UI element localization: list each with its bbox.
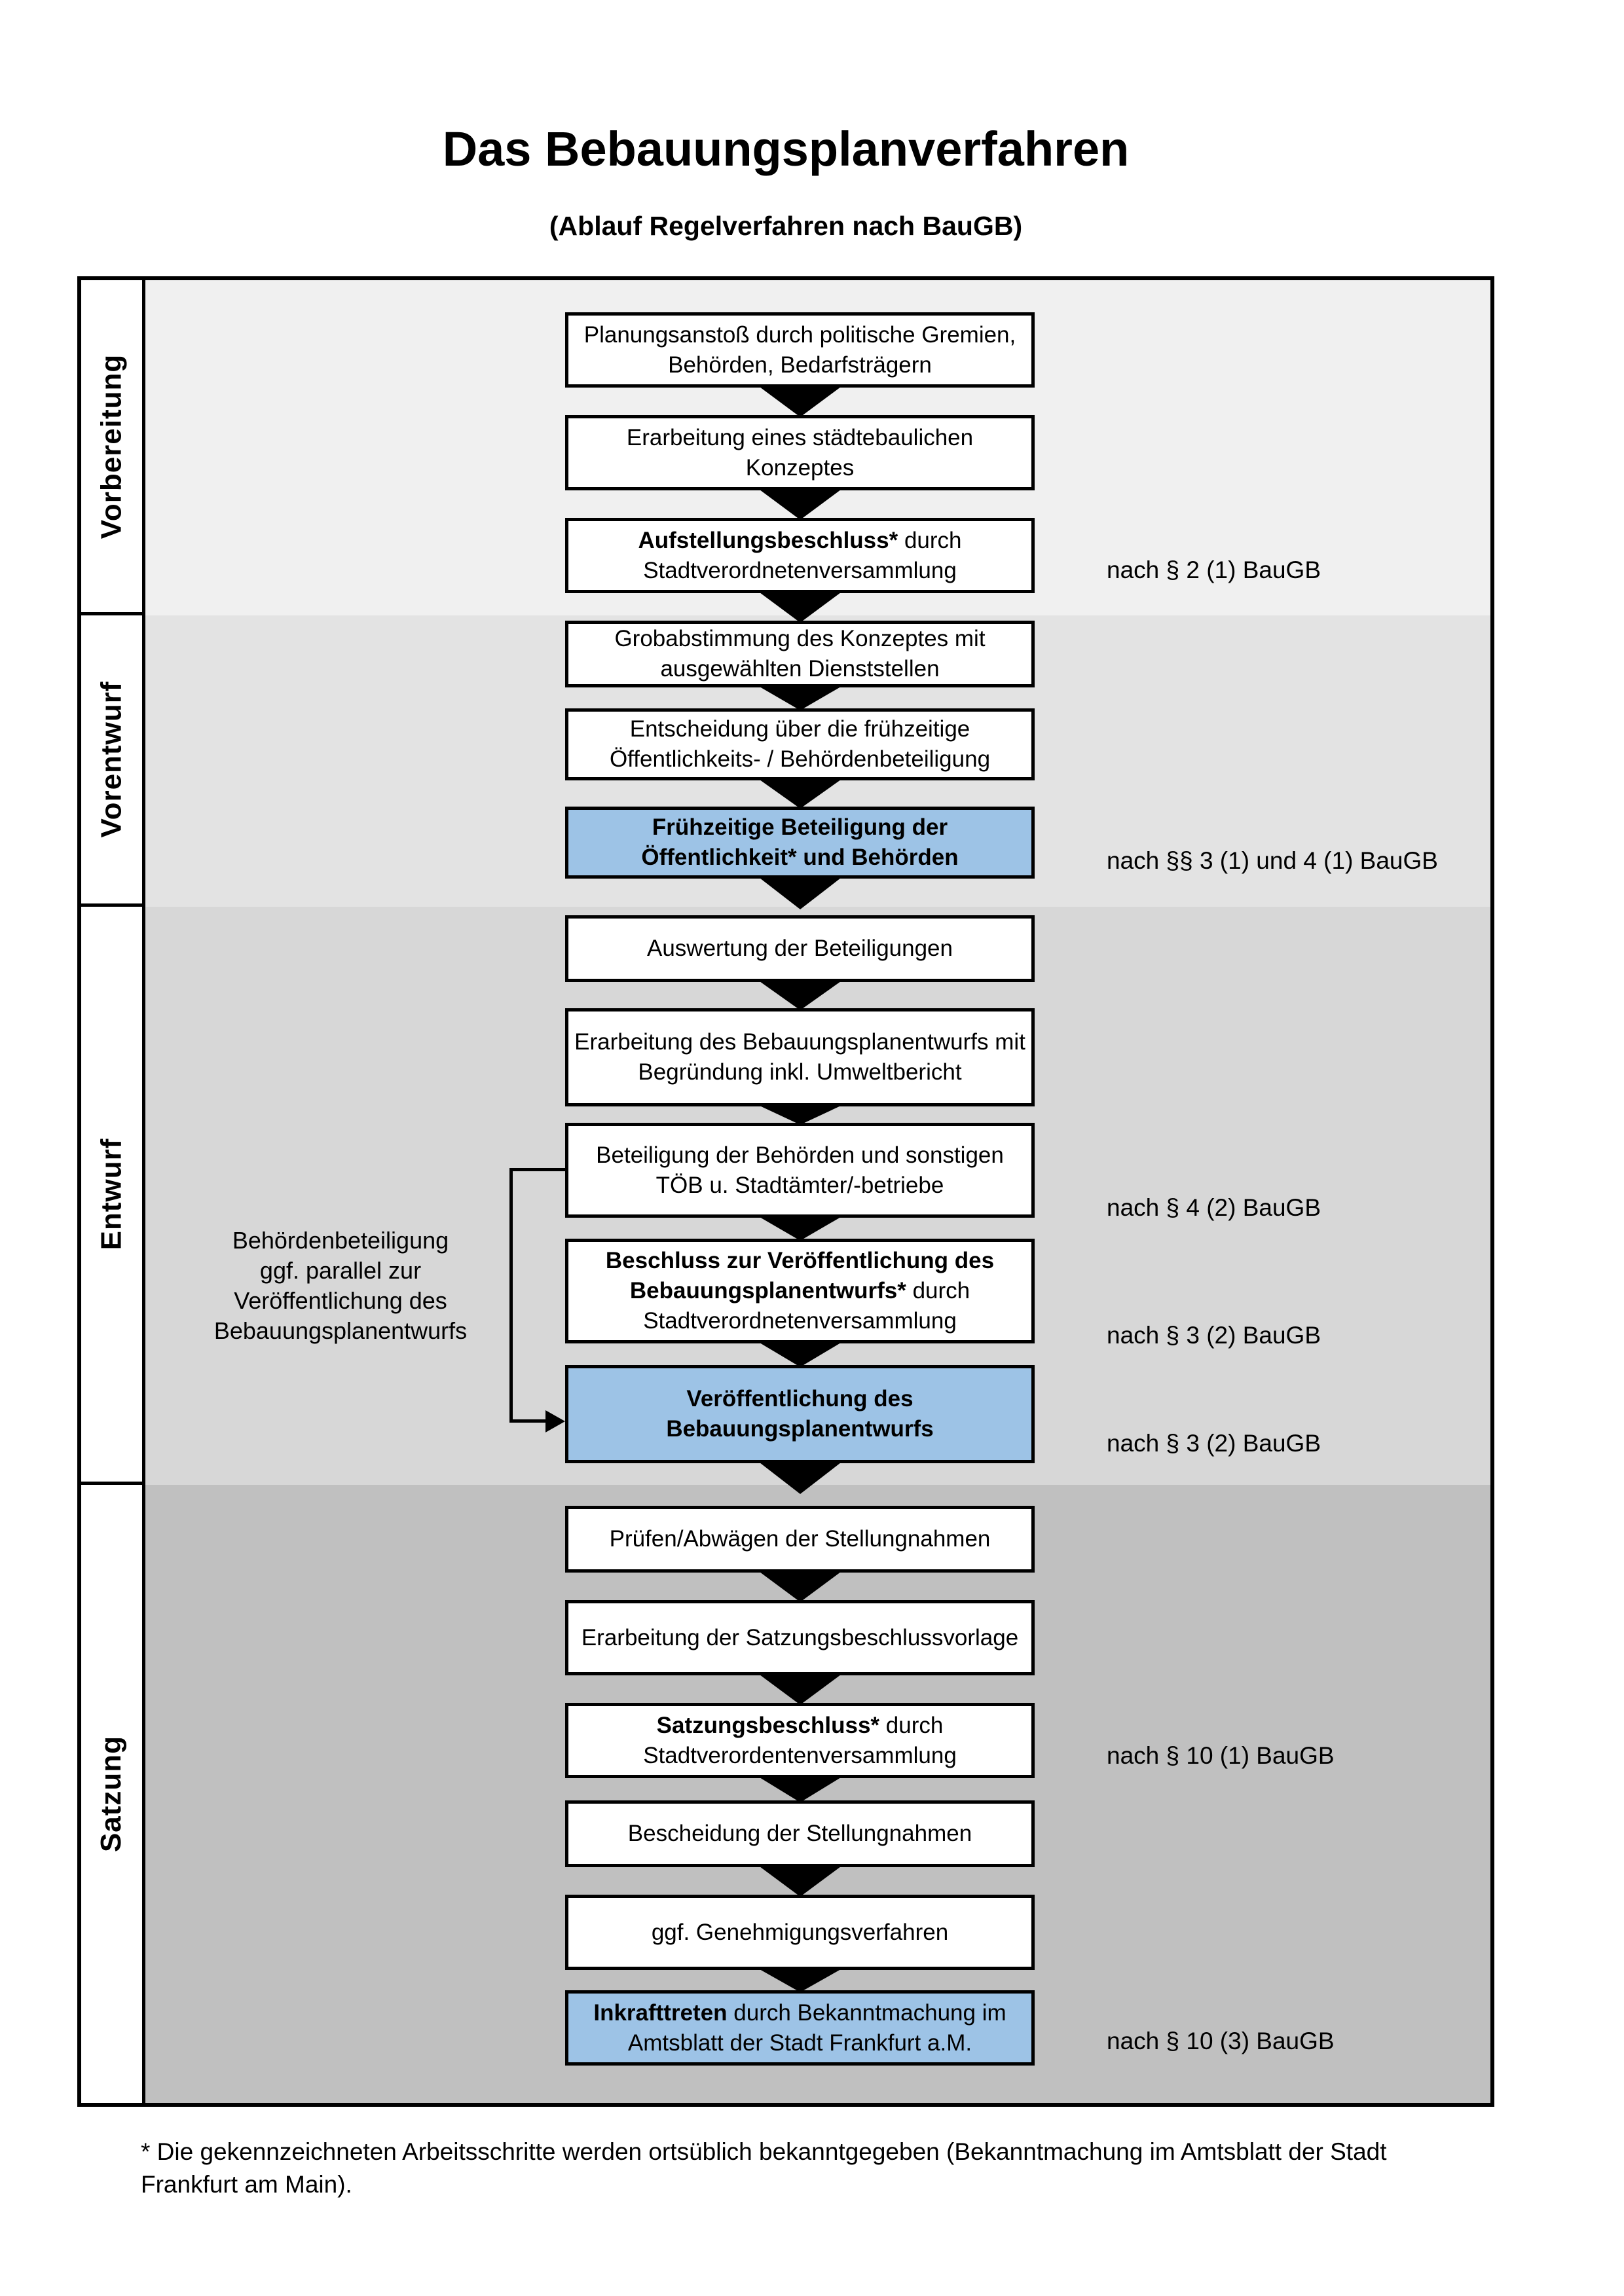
flow-box-text: ggf. Genehmigungsverfahren	[652, 1918, 948, 1948]
flow-box-text: Prüfen/Abwägen der Stellungnahmen	[610, 1524, 991, 1554]
down-arrow-icon	[759, 1675, 841, 1705]
flow-box-text: Frühzeitige Beteiligung der Öffentlichke…	[574, 812, 1026, 873]
flow-box-15: Bescheidung der Stellungnahmen	[565, 1800, 1035, 1867]
flow-box-1: Planungsanstoß durch politische Gremien,…	[565, 312, 1035, 388]
flow-box-text-bold: Satzungsbeschluss*	[656, 1712, 880, 1738]
flow-box-2: Erarbeitung eines städtebaulichen Konzep…	[565, 415, 1035, 490]
phase-label-cell-entwurf: Entwurf	[81, 907, 145, 1485]
down-arrow-icon	[759, 1106, 841, 1125]
flow-box-text-regular: Erarbeitung der Satzungsbeschlussvorlage	[581, 1624, 1019, 1650]
legal-reference-2: nach §§ 3 (1) und 4 (1) BauGB	[1107, 847, 1438, 874]
flow-box-text-regular: Prüfen/Abwägen der Stellungnahmen	[609, 1526, 991, 1552]
flow-box-16: ggf. Genehmigungsverfahren	[565, 1895, 1035, 1970]
page-subtitle: (Ablauf Regelverfahren nach BauGB)	[549, 211, 1023, 241]
flow-box-4: Grobabstimmung des Konzeptes mit ausgewä…	[565, 621, 1035, 687]
flow-box-text-regular: ggf. Genehmigungsverfahren	[651, 1919, 949, 1945]
bracket-arrowhead-icon	[545, 1410, 565, 1432]
parallel-procedure-annotation: Behördenbeteiligung ggf. parallel zur Ve…	[213, 1227, 468, 1344]
flow-box-text: Aufstellungsbeschluss* durch Stadtverord…	[574, 526, 1026, 586]
flow-box-text-bold: Inkrafttreten	[593, 1999, 728, 2026]
flow-box-text: Beteiligung der Behörden und sonstigen T…	[574, 1140, 1026, 1201]
flow-box-text-regular: durch Stadtverordnetenversammlung	[643, 527, 962, 583]
flow-box-text-regular: Bescheidung der Stellungnahmen	[627, 1821, 972, 1846]
flow-box-8: Erarbeitung des Bebauungsplanentwurfs mi…	[565, 1008, 1035, 1106]
flow-box-text: Planungsanstoß durch politische Gremien,…	[574, 320, 1026, 380]
flow-box-6: Frühzeitige Beteiligung der Öffentlichke…	[565, 807, 1035, 879]
flow-box-text: Inkrafttreten durch Bekanntmachung im Am…	[574, 1998, 1026, 2058]
flow-box-text: Veröffentlichung des Bebauungsplanentwur…	[574, 1384, 1026, 1444]
down-arrow-icon	[759, 592, 841, 623]
down-arrow-icon	[759, 1777, 841, 1802]
flow-box-10: Beschluss zur Veröffentlichung des Bebau…	[565, 1239, 1035, 1343]
down-arrow-icon	[759, 981, 841, 1010]
legal-reference-3: nach § 4 (2) BauGB	[1107, 1194, 1321, 1221]
down-arrow-icon	[759, 1343, 841, 1367]
flow-box-text-regular: durch Stadtverordnetenversammlung	[643, 1278, 970, 1334]
flow-box-11: Veröffentlichung des Bebauungsplanentwur…	[565, 1365, 1035, 1463]
flow-box-text: Erarbeitung der Satzungsbeschlussvorlage	[581, 1623, 1018, 1653]
flow-box-3: Aufstellungsbeschluss* durch Stadtverord…	[565, 518, 1035, 593]
legal-reference-4: nach § 3 (2) BauGB	[1107, 1322, 1321, 1349]
flow-box-text-regular: durch Bekanntmachung im Amtsblatt der St…	[627, 1999, 1006, 2056]
flow-box-5: Entscheidung über die frühzeitige Öffent…	[565, 708, 1035, 780]
flow-box-text-bold: Aufstellungsbeschluss*	[638, 527, 898, 553]
flow-box-text: Auswertung der Beteiligungen	[647, 934, 953, 964]
flow-box-text-bold: Beschluss zur Veröffentlichung des Bebau…	[605, 1248, 995, 1303]
flow-box-text: Entscheidung über die frühzeitige Öffent…	[574, 714, 1026, 774]
flow-box-text-regular: durch Stadtverordentenversammlung	[643, 1712, 957, 1768]
flow-box-text: Erarbeitung eines städtebaulichen Konzep…	[574, 423, 1026, 483]
flow-box-12: Prüfen/Abwägen der Stellungnahmen	[565, 1506, 1035, 1573]
flow-box-text-bold: Veröffentlichung des Bebauungsplanentwur…	[666, 1386, 934, 1442]
down-arrow-icon	[759, 490, 841, 520]
flow-box-13: Erarbeitung der Satzungsbeschlussvorlage	[565, 1600, 1035, 1675]
phase-label-satzung: Satzung	[95, 1735, 128, 1853]
flow-box-text-regular: Planungsanstoß durch politische Gremien,…	[583, 321, 1016, 378]
flow-box-9: Beteiligung der Behörden und sonstigen T…	[565, 1123, 1035, 1218]
flow-box-text-regular: Erarbeitung des Bebauungsplanentwurfs mi…	[574, 1029, 1025, 1085]
down-arrow-icon	[759, 1572, 841, 1602]
phase-label-cell-vorentwurf: Vorentwurf	[81, 615, 145, 907]
down-arrow-icon	[759, 1463, 841, 1494]
down-arrow-icon	[759, 387, 841, 417]
phase-label-vorbereitung: Vorbereitung	[95, 354, 128, 539]
flow-box-text: Beschluss zur Veröffentlichung des Bebau…	[574, 1246, 1026, 1336]
bracket-bottom-line	[509, 1419, 545, 1423]
flow-box-text-bold: Frühzeitige Beteiligung der Öffentlichke…	[641, 814, 959, 870]
legal-reference-7: nach § 10 (3) BauGB	[1107, 2028, 1335, 2054]
flow-box-14: Satzungsbeschluss* durch Stadtverordente…	[565, 1703, 1035, 1778]
flow-box-text-regular: Auswertung der Beteiligungen	[647, 936, 953, 961]
flow-box-text: Grobabstimmung des Konzeptes mit ausgewä…	[574, 624, 1026, 684]
bracket-vertical-line	[509, 1168, 513, 1423]
down-arrow-icon	[759, 687, 841, 710]
flow-box-text: Satzungsbeschluss* durch Stadtverordente…	[574, 1711, 1026, 1771]
legal-reference-1: nach § 2 (1) BauGB	[1107, 556, 1321, 583]
page-title: Das Bebauungsplanverfahren	[442, 122, 1130, 176]
legal-reference-5: nach § 3 (2) BauGB	[1107, 1430, 1321, 1457]
down-arrow-icon	[759, 1867, 841, 1897]
flow-box-text-regular: Erarbeitung eines städtebaulichen Konzep…	[626, 424, 974, 481]
bracket-top-line	[509, 1168, 565, 1171]
phase-label-vorentwurf: Vorentwurf	[95, 681, 128, 838]
down-arrow-icon	[759, 1969, 841, 1992]
down-arrow-icon	[759, 780, 841, 809]
flow-box-7: Auswertung der Beteiligungen	[565, 915, 1035, 982]
phase-label-cell-satzung: Satzung	[81, 1485, 145, 2103]
legal-reference-6: nach § 10 (1) BauGB	[1107, 1742, 1335, 1769]
flow-box-text: Erarbeitung des Bebauungsplanentwurfs mi…	[574, 1027, 1026, 1087]
flow-box-text: Bescheidung der Stellungnahmen	[628, 1819, 972, 1849]
phase-label-cell-vorbereitung: Vorbereitung	[81, 280, 145, 615]
down-arrow-icon	[759, 878, 841, 909]
flow-box-text-regular: Entscheidung über die frühzeitige Öffent…	[609, 716, 991, 772]
flow-box-text-regular: Beteiligung der Behörden und sonstigen T…	[596, 1142, 1004, 1198]
flow-box-text-regular: Grobabstimmung des Konzeptes mit ausgewä…	[614, 626, 986, 682]
down-arrow-icon	[759, 1217, 841, 1241]
diagram-frame	[77, 276, 1494, 2107]
phase-label-entwurf: Entwurf	[95, 1138, 128, 1250]
flow-box-17: Inkrafttreten durch Bekanntmachung im Am…	[565, 1990, 1035, 2066]
footnote: * Die gekennzeichneten Arbeitsschritte w…	[141, 2138, 1387, 2198]
